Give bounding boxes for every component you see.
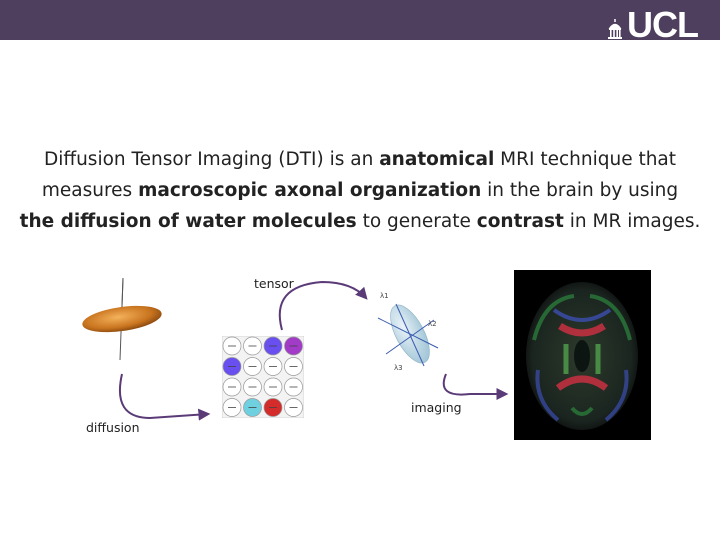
diffusion-label: diffusion xyxy=(86,420,140,435)
arrow-tensor-to-brain xyxy=(444,374,506,395)
tensor-label: tensor xyxy=(254,276,294,291)
imaging-label: imaging xyxy=(411,400,462,415)
arrow-diffusion-to-grid xyxy=(120,374,208,418)
